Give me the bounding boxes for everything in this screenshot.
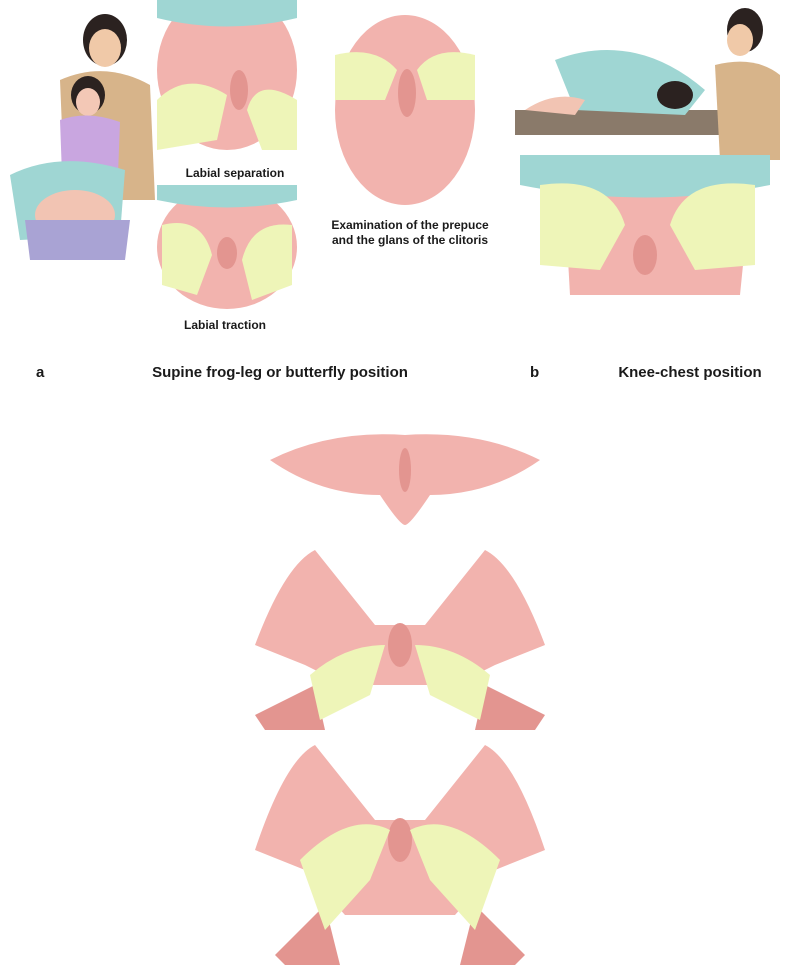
panel-b-title: Knee-chest position xyxy=(618,364,762,381)
labial-separation-illustration xyxy=(157,0,297,150)
seated-exam-illustration xyxy=(10,14,155,260)
panel-a-title: Supine frog-leg or butterfly position xyxy=(152,364,408,381)
label-labial-traction: Labial traction xyxy=(183,318,266,332)
knee-chest-position-illustration xyxy=(515,8,780,160)
labial-traction-full-view xyxy=(255,745,545,965)
knee-chest-closeup-illustration xyxy=(520,155,770,295)
labial-separation-full-view xyxy=(255,550,545,730)
panel-a-letter: a xyxy=(36,364,45,381)
label-labial-separation: Labial separation xyxy=(185,166,285,180)
label-prepuce-line1: Examination of the prepuce xyxy=(331,218,489,232)
labial-traction-illustration xyxy=(157,185,297,309)
label-prepuce-line2: and the glans of the clitoris xyxy=(331,233,489,247)
panel-b-letter: b xyxy=(530,364,540,381)
prepuce-exam-illustration xyxy=(335,15,475,205)
frog-leg-position-view xyxy=(270,434,540,525)
